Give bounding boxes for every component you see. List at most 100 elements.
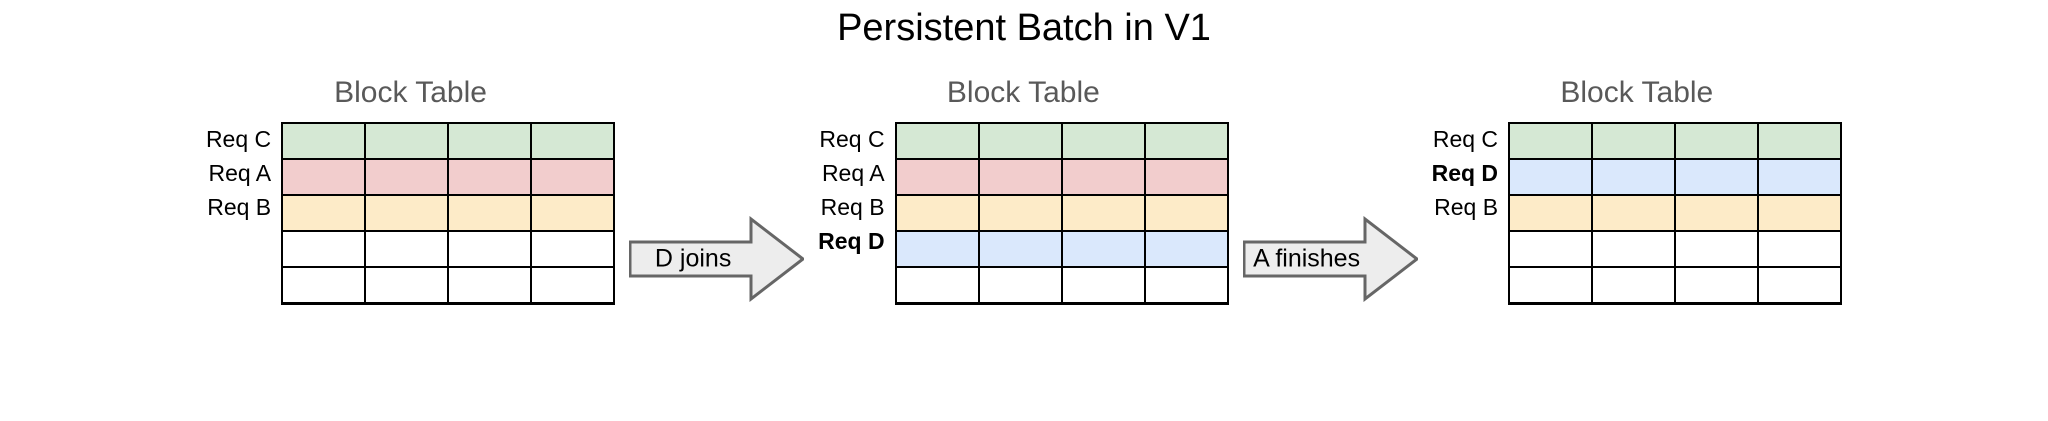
block-cell: [364, 266, 450, 305]
table-row: [1508, 158, 1843, 196]
block-cell: [1508, 122, 1594, 160]
block-table: [1508, 122, 1843, 305]
panel-body: Req C Req A Req B Req D: [818, 122, 1229, 305]
block-cell: [1143, 266, 1229, 305]
block-table: [281, 122, 616, 305]
table-row: [894, 122, 1229, 160]
table-row: [894, 230, 1229, 268]
block-cell: [977, 122, 1063, 160]
block-cell: [530, 158, 616, 196]
block-table-heading: Block Table: [334, 76, 487, 109]
table-row: [1508, 266, 1843, 305]
block-cell: [1757, 266, 1843, 305]
block-cell: [281, 230, 367, 268]
block-cell: [977, 230, 1063, 268]
row-label-req-c: Req C: [819, 126, 885, 152]
row-label-req-b: Req B: [1434, 194, 1499, 220]
block-table-heading: Block Table: [946, 76, 1100, 109]
block-cell: [530, 122, 616, 160]
request-label-column: Req C Req D Req B: [1432, 122, 1508, 292]
block-cell: [894, 230, 980, 268]
block-cell: [1591, 158, 1677, 196]
block-cell: [1674, 122, 1760, 160]
block-cell: [1143, 194, 1229, 232]
table-row: [281, 230, 616, 268]
row-label-req-a: Req A: [208, 160, 272, 186]
block-cell: [894, 194, 980, 232]
block-cell: [447, 194, 533, 232]
row-label-req-b: Req B: [820, 194, 885, 220]
block-cell: [1674, 266, 1760, 305]
block-cell: [364, 122, 450, 160]
table-row: [281, 266, 616, 305]
block-table-heading: Block Table: [1560, 76, 1714, 109]
table-row: [894, 266, 1229, 305]
block-cell: [1060, 158, 1146, 196]
block-cell: [1143, 158, 1229, 196]
block-cell: [894, 266, 980, 305]
right-arrow-icon: [1242, 215, 1420, 303]
block-cell: [1591, 194, 1677, 232]
block-cell: [530, 194, 616, 232]
row-label-req-a: Req A: [821, 160, 885, 186]
block-cell: [1674, 158, 1760, 196]
panel-body: Req C Req D Req B: [1432, 122, 1843, 305]
request-label-column: Req C Req A Req B Req D: [818, 122, 894, 292]
arrow-shape: A finishes: [1242, 215, 1420, 303]
block-cell: [1143, 122, 1229, 160]
block-cell: [447, 122, 533, 160]
block-cell: [977, 266, 1063, 305]
table-row: [1508, 230, 1843, 268]
block-cell: [1591, 266, 1677, 305]
block-cell: [1757, 122, 1843, 160]
transition-arrow-1: D joins: [628, 78, 806, 303]
block-cell: [364, 158, 450, 196]
block-cell: [1757, 194, 1843, 232]
block-cell: [1674, 194, 1760, 232]
panel-body: Req C Req A Req B: [205, 122, 616, 305]
block-cell: [977, 158, 1063, 196]
block-cell: [1508, 194, 1594, 232]
block-cell: [447, 266, 533, 305]
row-label-req-c: Req C: [1432, 126, 1499, 152]
arrow-shape: D joins: [628, 215, 806, 303]
block-table: [894, 122, 1229, 305]
block-cell: [1757, 158, 1843, 196]
block-cell: [530, 230, 616, 268]
right-arrow-icon: [628, 215, 806, 303]
block-cell: [281, 158, 367, 196]
block-cell: [1508, 230, 1594, 268]
block-cell: [1060, 122, 1146, 160]
block-cell: [364, 194, 450, 232]
block-cell: [1591, 230, 1677, 268]
block-cell: [281, 266, 367, 305]
transition-arrow-2: A finishes: [1242, 78, 1420, 303]
table-row: [281, 194, 616, 232]
block-cell: [1674, 230, 1760, 268]
block-cell: [1060, 230, 1146, 268]
table-row: [894, 158, 1229, 196]
table-row: [281, 122, 616, 160]
table-row: [281, 158, 616, 196]
table-row: [1508, 194, 1843, 232]
block-cell: [1591, 122, 1677, 160]
block-cell: [1757, 230, 1843, 268]
block-cell: [447, 230, 533, 268]
row-label-req-d: Req D: [818, 228, 885, 254]
block-cell: [281, 194, 367, 232]
block-cell: [1508, 158, 1594, 196]
row-label-req-c: Req C: [205, 126, 272, 152]
table-row: [894, 194, 1229, 232]
block-cell: [281, 122, 367, 160]
block-cell: [1143, 230, 1229, 268]
block-cell: [1060, 194, 1146, 232]
row-label-req-b: Req B: [207, 194, 272, 220]
block-cell: [530, 266, 616, 305]
block-cell: [1060, 266, 1146, 305]
row-label-req-d: Req D: [1431, 160, 1499, 186]
block-cell: [894, 158, 980, 196]
